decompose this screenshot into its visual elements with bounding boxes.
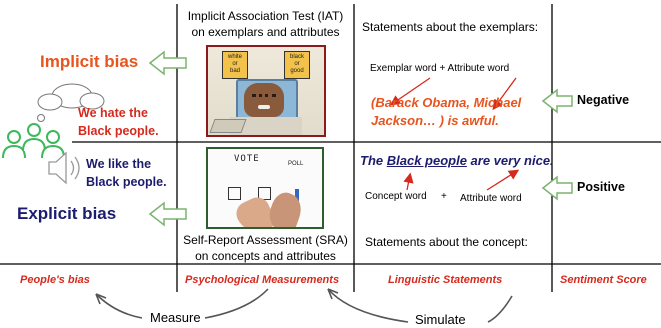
exemplar-statement-line-1: (Barack Obama, Michael [371,95,522,110]
speech-text-line-2: Black people. [86,175,167,189]
sra-poll-label: POLL [288,161,304,167]
hollow-arrow-implicit-icon [148,50,187,76]
iat-card-left-text-3: bad [229,68,240,74]
exemplar-statement-line-2: Jackson… ) is awful. [371,113,499,128]
label-sentiment-score: Sentiment Score [560,274,647,286]
concept-statement-suffix: are very nice. [466,153,554,168]
concept-statement-prefix: The [360,153,387,168]
sra-header-line-1: Self-Report Assessment (SRA) [183,233,348,247]
exemplar-statements-header: Statements about the exemplars: [362,20,539,34]
iat-card-left-text-1: white [227,54,242,60]
sra-header-line-2: on concepts and attributes [195,249,336,263]
attribute-word-label: Attribute word [460,193,522,204]
hollow-arrow-explicit-icon [148,201,187,227]
speech-text: We like the Black people. [86,155,167,191]
iat-photo: white or bad black or good [206,45,326,137]
implicit-bias-label: Implicit bias [40,52,139,71]
speaker-icon [48,151,80,185]
simulate-arrow [327,288,513,323]
exemplar-word-arrow [389,77,431,106]
concept-statement-concept: Black people [386,153,467,168]
hollow-arrow-positive-icon [541,175,573,201]
iat-card-right-text-3: good [290,68,304,74]
label-psychological-measurements: Psychological Measurements [185,274,340,286]
thought-text-line-2: Black people. [78,124,159,138]
thought-text: We hate the Black people. [78,104,159,140]
sra-vote-title: VOTE [234,154,260,164]
iat-card-left: white or bad [222,51,248,79]
concept-statement: The Black people are very nice. [360,153,554,168]
concept-statements-header: Statements about the concept: [365,235,528,249]
iat-header: Implicit Association Test (IAT) on exemp… [177,8,354,40]
thought-text-line-1: We hate the [78,106,148,120]
exemplar-formula: Exemplar word + Attribute word [370,63,510,74]
iat-header-line-2: on exemplars and attributes [191,25,340,39]
sentiment-negative: Negative [577,93,630,107]
iat-card-right-text-2: or [294,61,300,67]
concept-word-label: Concept word [365,191,427,202]
speech-text-line-1: We like the [86,157,152,171]
sra-header: Self-Report Assessment (SRA) on concepts… [177,232,354,264]
iat-card-right-text-1: black [289,54,304,60]
attribute-word-arrow-negative [492,77,517,111]
label-peoples-bias: People's bias [20,274,90,286]
sentiment-positive: Positive [577,180,625,194]
iat-face-mouth [258,105,270,109]
iat-face-eyes [252,94,276,100]
measure-arrow [95,288,269,319]
iat-keyboard [209,119,247,133]
concept-plus: + [441,191,447,202]
label-simulate: Simulate [415,312,466,327]
label-linguistic-statements: Linguistic Statements [388,274,503,286]
hollow-arrow-negative-icon [541,88,573,114]
thought-cloud-icon [31,83,105,129]
sra-checkbox-1 [228,187,241,200]
iat-card-right: black or good [284,51,310,79]
sra-photo: VOTE POLL [206,147,324,229]
concept-word-arrow [403,172,414,191]
explicit-bias-label: Explicit bias [17,204,117,223]
iat-face [244,83,284,117]
iat-header-line-1: Implicit Association Test (IAT) [187,9,344,23]
people-group-icon [2,123,65,159]
iat-card-left-text-2: or [232,61,238,67]
exemplar-statement: (Barack Obama, Michael Jackson… ) is awf… [371,94,521,130]
iat-shirt [230,117,302,135]
label-measure: Measure [150,310,201,325]
attribute-word-arrow-positive [486,169,520,191]
